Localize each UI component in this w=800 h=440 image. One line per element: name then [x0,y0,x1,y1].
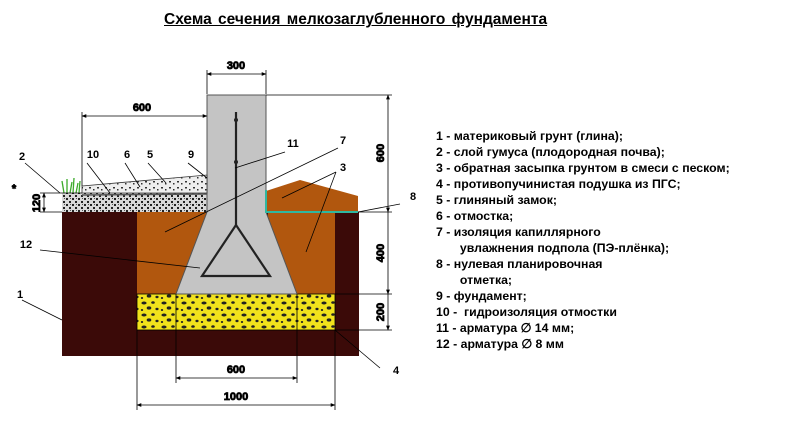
callout-1: 1 [17,289,23,301]
callout-2: 2 [19,151,25,163]
rebar-node [234,118,238,122]
callout-3: 3 [340,162,346,174]
callout-12: 12 [20,239,32,251]
callout-11: 11 [287,138,299,150]
legend-item: 3 - обратная засыпка грунтом в смеси с п… [436,161,730,175]
callout-5: 5 [147,149,153,161]
blind-area-waterproofing [81,193,208,196]
legend: 1 - материковый грунт (глина); 2 - слой … [436,128,730,352]
legend-item: увлажнения подпола (ПЭ-плёнка); [436,241,670,255]
rebar-node [234,160,238,164]
rebar [199,112,273,278]
callout-8: 8 [410,191,416,203]
blind-area [81,174,208,194]
asterisk-marker: * [12,183,17,195]
callout-4: 4 [393,365,400,377]
legend-item: 6 - отмостка; [436,209,514,223]
gravel-cushion [136,293,336,331]
capillary-insulation-film [265,190,358,213]
dim-cushion-200: 200 [375,303,387,321]
dimension-lines: 300 600 600 400 200 120 600 1000 * [11,60,392,410]
clay-lock [266,180,358,212]
humus-layer [62,193,207,212]
dim-depth-400: 400 [375,244,387,262]
dim-layer-120: 120 [31,194,43,212]
legend-item: отметка; [436,273,513,287]
legend-item: 4 - противопучинистая подушка из ПГС; [436,177,681,191]
legend-item: 5 - глиняный замок; [436,193,557,207]
callout-6: 6 [124,149,130,161]
diagram-title: Схема сечения мелкозаглубленного фундаме… [164,11,548,28]
callout-10: 10 [87,149,99,161]
legend-item: 1 - материковый грунт (глина); [436,129,623,143]
legend-item: 11 - арматура ∅ 14 мм; [436,321,575,335]
legend-item: 7 - изоляция капиллярного [436,225,601,239]
dim-slope-width: 600 [133,102,151,114]
legend-item: 12 - арматура ∅ 8 мм [436,337,564,351]
dim-wall-height: 600 [375,144,387,162]
legend-item: 10 - гидроизоляция отмостки [436,305,617,319]
callouts [21,147,401,369]
callout-9: 9 [188,149,194,161]
dim-base-width: 600 [227,364,245,376]
callout-7: 7 [340,135,346,147]
dim-cushion-width: 1000 [224,391,248,403]
callout-numbers: 1 2 10 6 5 9 11 7 3 8 12 4 [17,135,416,377]
grass-icon [61,177,81,194]
legend-item: 2 - слой гумуса (плодородная почва); [436,145,665,159]
legend-item: 9 - фундамент; [436,289,527,303]
dim-wall-width: 300 [227,60,245,72]
legend-item: 8 - нулевая планировочная [436,257,603,271]
